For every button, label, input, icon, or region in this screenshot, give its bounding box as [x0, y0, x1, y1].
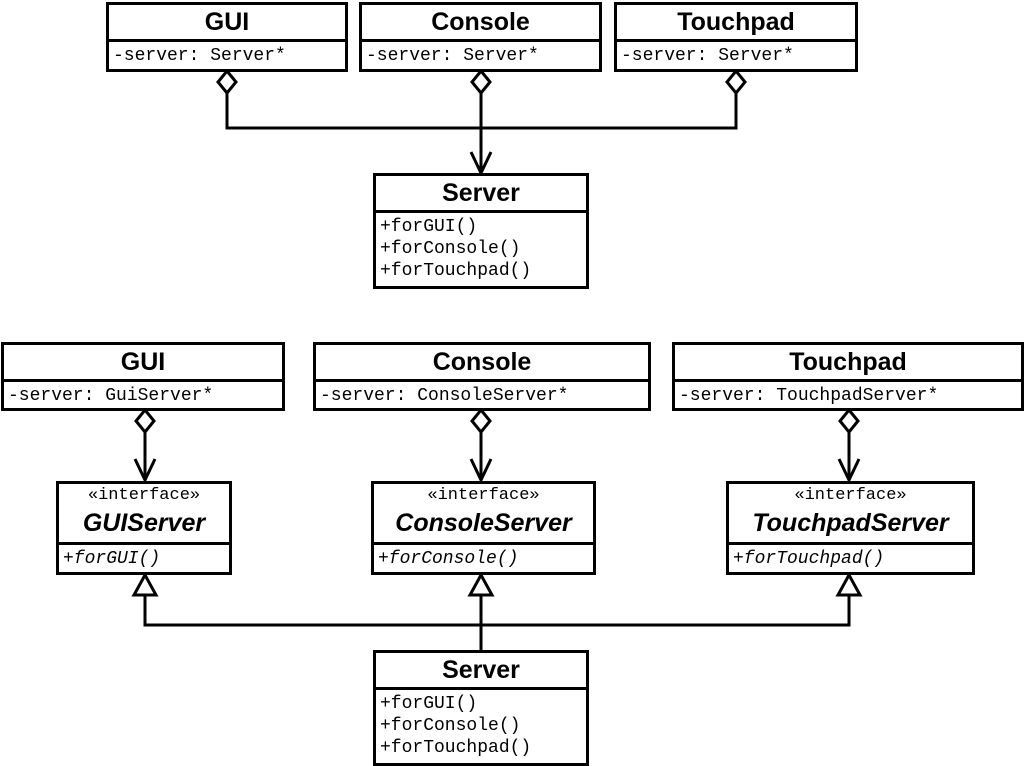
interface-stereotype: «interface»: [87, 486, 201, 505]
bottom-touchpad-aggregation-edge: [837, 407, 861, 484]
class-attribute: -server: Server*: [621, 46, 794, 66]
bottom-touchpad-class: Touchpad -server: TouchpadServer*: [672, 342, 1024, 411]
class-method: +forGUI(): [380, 217, 478, 237]
class-attribute: -server: Server*: [113, 46, 286, 66]
gui-server-interface: «interface» GUIServer +forGUI(): [56, 481, 232, 575]
class-attribute: -server: Server*: [366, 46, 539, 66]
top-touchpad-class: Touchpad -server: Server*: [614, 2, 858, 72]
bottom-server-class: Server +forGUI() +forConsole() +forTouch…: [373, 650, 589, 766]
interface-name: ConsoleServer: [395, 509, 572, 537]
bottom-gui-class: GUI -server: GuiServer*: [1, 342, 285, 411]
top-gui-aggregation-edge: [216, 68, 481, 130]
class-attribute: -server: ConsoleServer*: [320, 386, 569, 406]
class-name: Console: [316, 345, 648, 382]
class-name: Touchpad: [675, 345, 1021, 382]
top-gui-class: GUI -server: Server*: [106, 2, 348, 72]
top-console-aggregation-edge: [469, 68, 493, 177]
class-name: Touchpad: [617, 5, 855, 42]
class-name: GUI: [109, 5, 345, 42]
class-attribute: -server: GuiServer*: [8, 386, 214, 406]
class-method: +forConsole(): [380, 716, 521, 736]
class-attribute: -server: TouchpadServer*: [679, 386, 939, 406]
interface-name: TouchpadServer: [752, 509, 949, 537]
class-method: +forTouchpad(): [380, 261, 532, 281]
interface-method: +forConsole(): [378, 549, 519, 569]
class-name: Server: [376, 653, 586, 690]
console-server-interface: «interface» ConsoleServer +forConsole(): [371, 481, 596, 575]
interface-name: GUIServer: [82, 509, 206, 537]
class-method: +forGUI(): [380, 694, 478, 714]
interface-method: +forGUI(): [63, 549, 161, 569]
top-touchpad-aggregation-edge: [481, 68, 747, 130]
touchpad-server-interface: «interface» TouchpadServer +forTouchpad(…: [726, 481, 975, 575]
class-method: +forConsole(): [380, 239, 521, 259]
interface-method: +forTouchpad(): [733, 549, 885, 569]
bottom-realization-edges: [131, 571, 863, 650]
interface-stereotype: «interface»: [794, 486, 907, 505]
class-name: GUI: [4, 345, 282, 382]
class-name: Console: [362, 5, 599, 42]
bottom-console-aggregation-edge: [469, 407, 493, 484]
bottom-console-class: Console -server: ConsoleServer*: [313, 342, 651, 411]
class-name: Server: [376, 176, 586, 213]
top-console-class: Console -server: Server*: [359, 2, 602, 72]
top-server-class: Server +forGUI() +forConsole() +forTouch…: [373, 173, 589, 289]
class-method: +forTouchpad(): [380, 738, 532, 758]
interface-stereotype: «interface»: [427, 486, 540, 505]
bottom-gui-aggregation-edge: [133, 407, 157, 484]
